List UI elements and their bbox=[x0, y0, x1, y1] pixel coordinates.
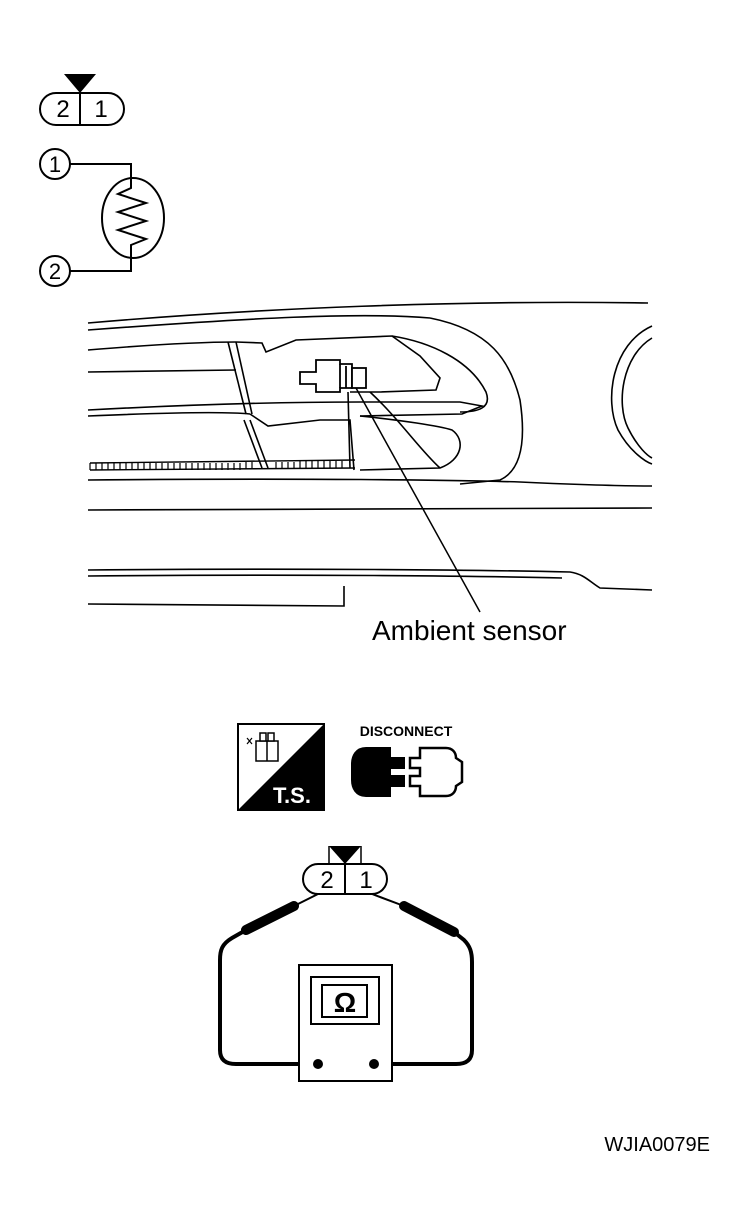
ambient-sensor-label: Ambient sensor bbox=[372, 615, 567, 646]
figure-code: WJIA0079E bbox=[604, 1134, 710, 1156]
meter-terminal-negative bbox=[313, 1059, 323, 1069]
meter-terminal-positive bbox=[369, 1059, 379, 1069]
connector-symbol-top: 2 1 bbox=[39, 74, 125, 126]
ohmmeter: Ω bbox=[298, 964, 393, 1082]
disconnect-label: DISCONNECT bbox=[360, 723, 453, 739]
bumper-location-drawing bbox=[87, 301, 653, 607]
disconnect-badge: DISCONNECT bbox=[351, 723, 464, 798]
ohm-symbol: Ω bbox=[334, 987, 356, 1018]
terminal-1-label: 1 bbox=[49, 152, 61, 177]
ts-label: T.S. bbox=[273, 783, 311, 808]
test-leads bbox=[218, 893, 474, 1066]
callout-leader-line bbox=[355, 387, 481, 613]
connector-pin-2: 2 bbox=[56, 96, 69, 123]
disconnect-icon bbox=[351, 746, 464, 798]
connector-pin-1: 1 bbox=[94, 96, 107, 123]
ts-badge: T.S. bbox=[237, 723, 325, 811]
meter-connector-pin-2: 2 bbox=[320, 867, 333, 894]
grille-teeth bbox=[89, 459, 356, 471]
terminal-2-label: 2 bbox=[49, 259, 61, 284]
meter-connector: 2 1 bbox=[302, 846, 388, 895]
connector-icon bbox=[246, 732, 279, 762]
meter-connector-pin-1: 1 bbox=[359, 867, 372, 894]
thermistor-symbol: 1 2 bbox=[39, 148, 165, 287]
ambient-sensor-component bbox=[299, 359, 367, 393]
